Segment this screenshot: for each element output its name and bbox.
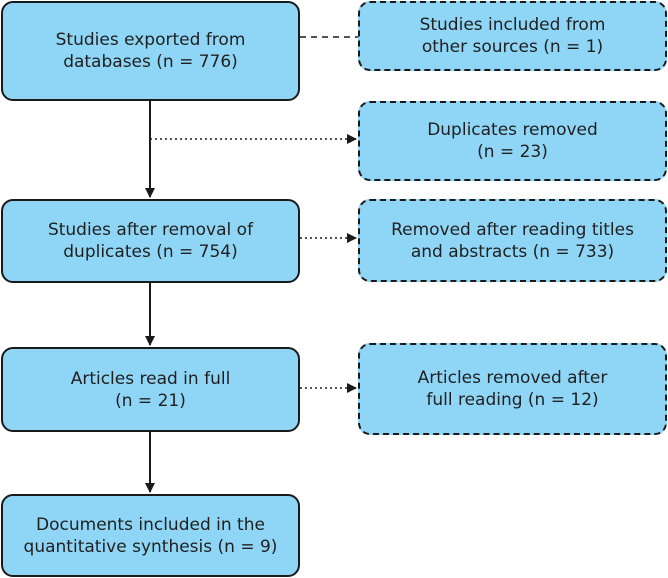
box-line: duplicates (n = 754) (63, 242, 238, 262)
box-line: Removed after reading titles (391, 219, 634, 240)
box-line: other sources (n = 1) (421, 37, 604, 57)
box-line: Articles read in full (70, 368, 231, 389)
box-removed-full-reading: Articles removed after full reading (n =… (358, 343, 667, 435)
box-line: (n = 21) (115, 390, 186, 411)
box-line: databases (n = 776) (63, 52, 238, 72)
box-studies-exported: Studies exported from databases (n = 776… (1, 1, 300, 101)
box-line: Documents included in the (36, 514, 265, 535)
box-removed-titles-abstracts: Removed after reading titles and abstrac… (358, 199, 667, 282)
box-line: Duplicates removed (427, 120, 598, 140)
box-after-duplicate-removal: Studies after removal of duplicates (n =… (1, 199, 300, 283)
box-line: full reading (n = 12) (426, 390, 599, 410)
box-line: Studies exported from (55, 30, 246, 50)
box-documents-included: Documents included in the quantitative s… (1, 494, 300, 577)
box-line: Articles removed after (417, 368, 608, 388)
box-line: and abstracts (n = 733) (410, 241, 615, 262)
box-other-sources: Studies included from other sources (n =… (358, 1, 667, 71)
box-line: (n = 23) (477, 142, 548, 162)
box-articles-read-full: Articles read in full (n = 21) (1, 347, 300, 432)
box-line: Studies included from (419, 15, 606, 35)
box-duplicates-removed: Duplicates removed (n = 23) (358, 101, 667, 181)
box-line: Studies after removal of (47, 220, 254, 240)
box-line: quantitative synthesis (n = 9) (23, 536, 278, 557)
